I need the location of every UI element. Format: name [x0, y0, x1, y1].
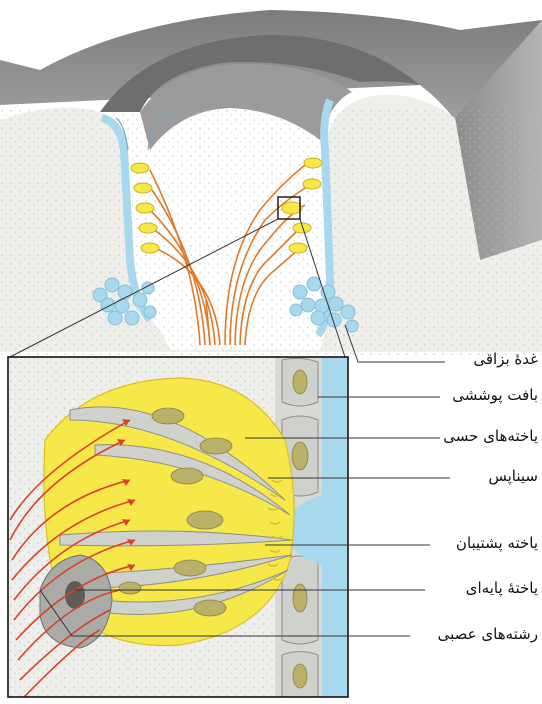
magnified-taste-bud — [8, 357, 348, 697]
label-synapse: سیناپس — [489, 467, 539, 485]
label-basal-cell: یاختهٔ پایه‌ای — [466, 579, 538, 597]
label-sensory-cells: یاخته‌های حسی — [443, 427, 538, 445]
label-supporting-cell: یاخته پشتیبان — [456, 534, 538, 552]
label-epithelial-tissue: بافت پوششی — [452, 386, 538, 404]
label-salivary-gland: غدهٔ بزاقی — [473, 350, 538, 368]
label-nerve-fibers: رشته‌های عصبی — [438, 625, 538, 643]
tongue-surface-block — [0, 10, 542, 355]
